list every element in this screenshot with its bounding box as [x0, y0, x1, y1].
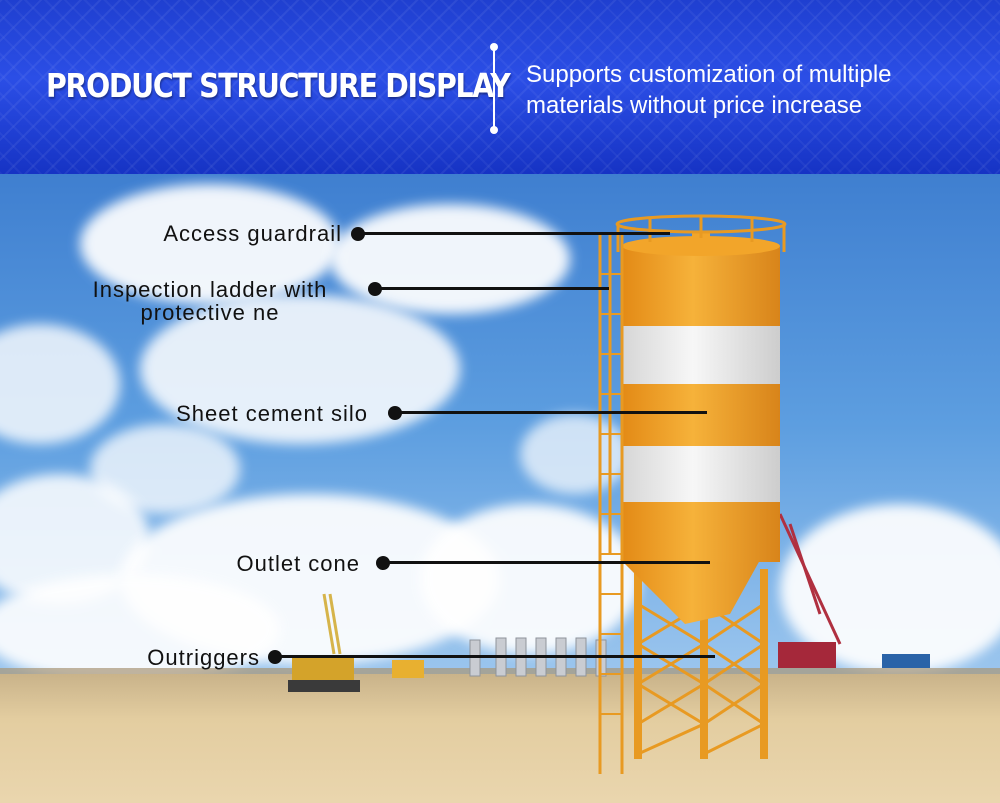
leader-line	[275, 655, 715, 658]
header-banner: PRODUCT STRUCTURE DISPLAY Supports custo…	[0, 0, 1000, 174]
page-title: PRODUCT STRUCTURE DISPLAY	[46, 66, 511, 105]
cloud	[330, 204, 570, 314]
callout-inspection-ladder: Inspection ladder with protective ne	[92, 277, 328, 325]
leader-line	[395, 411, 707, 414]
leader-line	[375, 287, 609, 290]
leader-line	[383, 561, 710, 564]
cloud	[0, 574, 280, 684]
cloud	[420, 504, 640, 654]
cloud	[80, 184, 340, 304]
site-background	[288, 513, 930, 692]
page-subtitle: Supports customization of multiple mater…	[526, 61, 892, 119]
cloud	[140, 294, 460, 444]
banner-pattern	[0, 0, 1000, 174]
callout-access-guardrail: Access guardrail	[163, 221, 342, 246]
callout-sheet-cement-silo: Sheet cement silo	[176, 401, 368, 426]
callout-outlet-cone: Outlet cone	[236, 551, 360, 576]
header-divider	[493, 48, 495, 130]
leader-line	[358, 232, 670, 235]
divider-bottom-dot	[490, 126, 498, 134]
product-photo	[0, 174, 1000, 803]
cement-silo	[598, 214, 787, 774]
cloud	[520, 414, 630, 494]
divider-top-dot	[490, 43, 498, 51]
sand-ground	[0, 674, 1000, 803]
callout-outriggers: Outriggers	[147, 645, 260, 670]
